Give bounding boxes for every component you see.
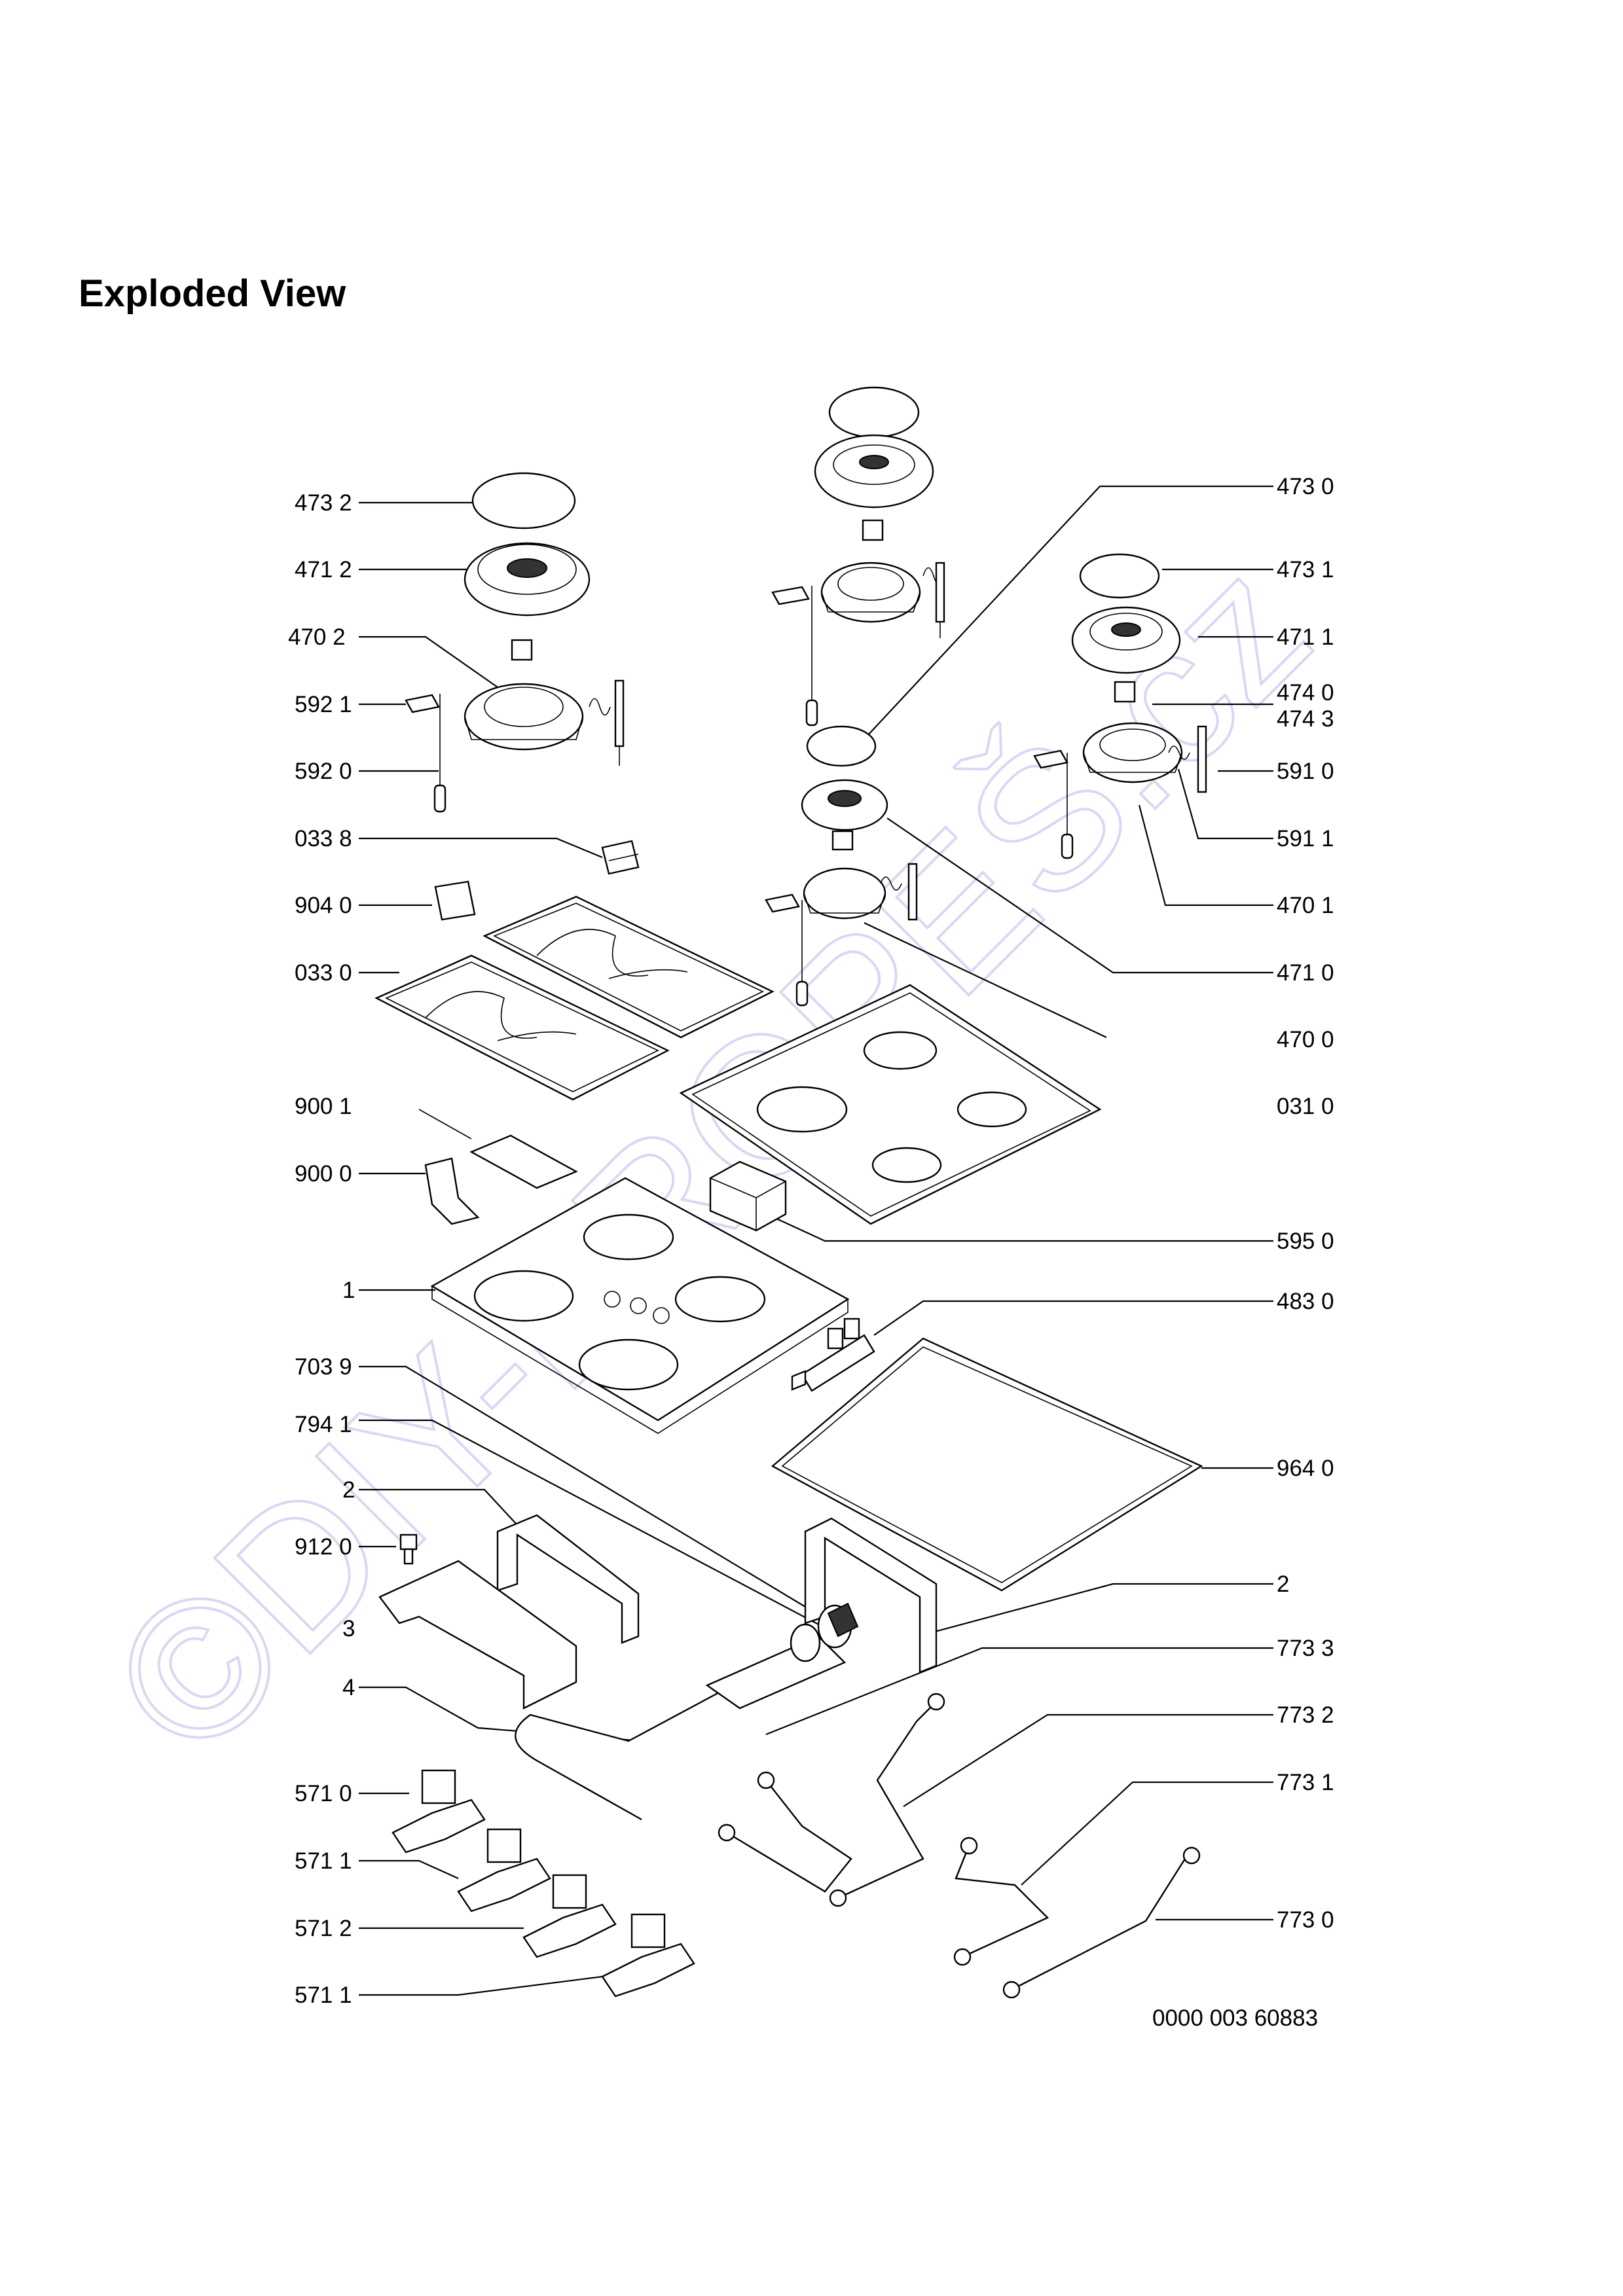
label-591-0: 591 0 [1277,759,1334,784]
label-592-1: 592 1 [295,692,352,717]
gas-valve-571-2 [522,1874,617,1958]
burner-crown-471-2 [464,542,591,617]
pan-support-033-0 [374,895,775,1101]
bracket-900-1 [418,1109,578,1189]
thermocouple-592-0 [405,694,447,813]
bracket-900-0 [424,1157,480,1225]
label-591-1: 591 1 [1277,826,1334,852]
gas-tube-773-3 [718,1771,852,1893]
gas-tube-773-1 [953,1837,1049,1966]
label-4: 4 [342,1675,355,1700]
hob-top-031-0 [679,984,1102,1225]
label-571-0: 571 0 [295,1781,352,1806]
label-483-0: 483 0 [1277,1289,1334,1314]
label-571-1a: 571 1 [295,1848,352,1874]
gas-valve-571-1b [601,1913,695,1998]
right-labels: 473 0 473 1 471 1 474 0 474 3 591 0 591 … [1277,474,1334,1933]
label-470-0: 470 0 [1277,1027,1334,1052]
base-tray-1 [430,1177,850,1434]
screw-912-0 [399,1534,418,1565]
seal-964-0 [771,1337,1203,1592]
label-904-0: 904 0 [295,893,352,918]
label-773-3: 773 3 [1277,1636,1334,1661]
watermark-text: ©DIY-PROPEŠ.cz [71,518,1350,1797]
burner-base-470-2 [464,639,625,766]
label-571-2: 571 2 [295,1916,352,1941]
label-474-3: 474 3 [1277,706,1334,732]
label-592-0: 592 0 [295,759,352,784]
label-595-0: 595 0 [1277,1229,1334,1254]
label-033-8: 033 8 [295,826,352,852]
fixing-bracket-3 [378,1560,577,1710]
label-773-1: 773 1 [1277,1770,1334,1795]
label-474-0: 474 0 [1277,680,1334,706]
fixing-bracket-2-right [804,1517,938,1674]
label-2-right: 2 [1277,1571,1289,1597]
clip-904-0 [434,880,476,921]
gas-valve-571-1a [457,1828,551,1912]
burner-top-center [771,386,945,726]
gas-inlet-pipe-4 [515,1602,859,1821]
label-471-0: 471 0 [1277,960,1334,986]
label-033-0: 033 0 [295,960,352,986]
gas-tube-773-2 [829,1693,945,1907]
label-2-left: 2 [342,1477,355,1503]
fixing-bracket-2-left [496,1514,640,1644]
label-471-2: 471 2 [295,557,352,583]
watermark: ©DIY-PROPEŠ.cz [69,516,1351,1798]
label-794-1: 794 1 [295,1412,352,1437]
label-571-1b: 571 1 [295,1982,352,2008]
burner-cap-473-2 [471,472,576,529]
label-031-0: 031 0 [1277,1094,1334,1119]
left-labels: 473 2 471 2 470 2 592 1 592 0 033 8 904 … [288,490,355,2008]
burner-center-small [765,725,918,1007]
label-964-0: 964 0 [1277,1456,1334,1481]
label-773-2: 773 2 [1277,1702,1334,1728]
ignition-module-595-0 [709,1160,787,1232]
label-900-1: 900 1 [295,1094,352,1119]
document-code: 0000 003 60883 [1152,2005,1318,2031]
label-703-9: 703 9 [295,1354,352,1380]
label-473-2: 473 2 [295,490,352,516]
label-470-1: 470 1 [1277,893,1334,918]
page-title: Exploded View [79,272,346,315]
gas-tube-773-0 [1002,1846,1201,1999]
label-471-1: 471 1 [1277,624,1334,650]
manifold-483-0 [791,1318,875,1392]
gas-valve-571-0 [392,1769,486,1854]
leader-lines [359,485,1273,1996]
clip-033-8 [601,840,640,875]
label-912-0: 912 0 [295,1534,352,1560]
label-773-0: 773 0 [1277,1907,1334,1933]
label-470-2: 470 2 [288,624,346,650]
label-900-0: 900 0 [295,1161,352,1187]
label-473-0: 473 0 [1277,474,1334,499]
label-473-1: 473 1 [1277,557,1334,583]
label-1: 1 [342,1278,355,1303]
label-3: 3 [342,1616,355,1641]
burner-right [1033,553,1207,859]
